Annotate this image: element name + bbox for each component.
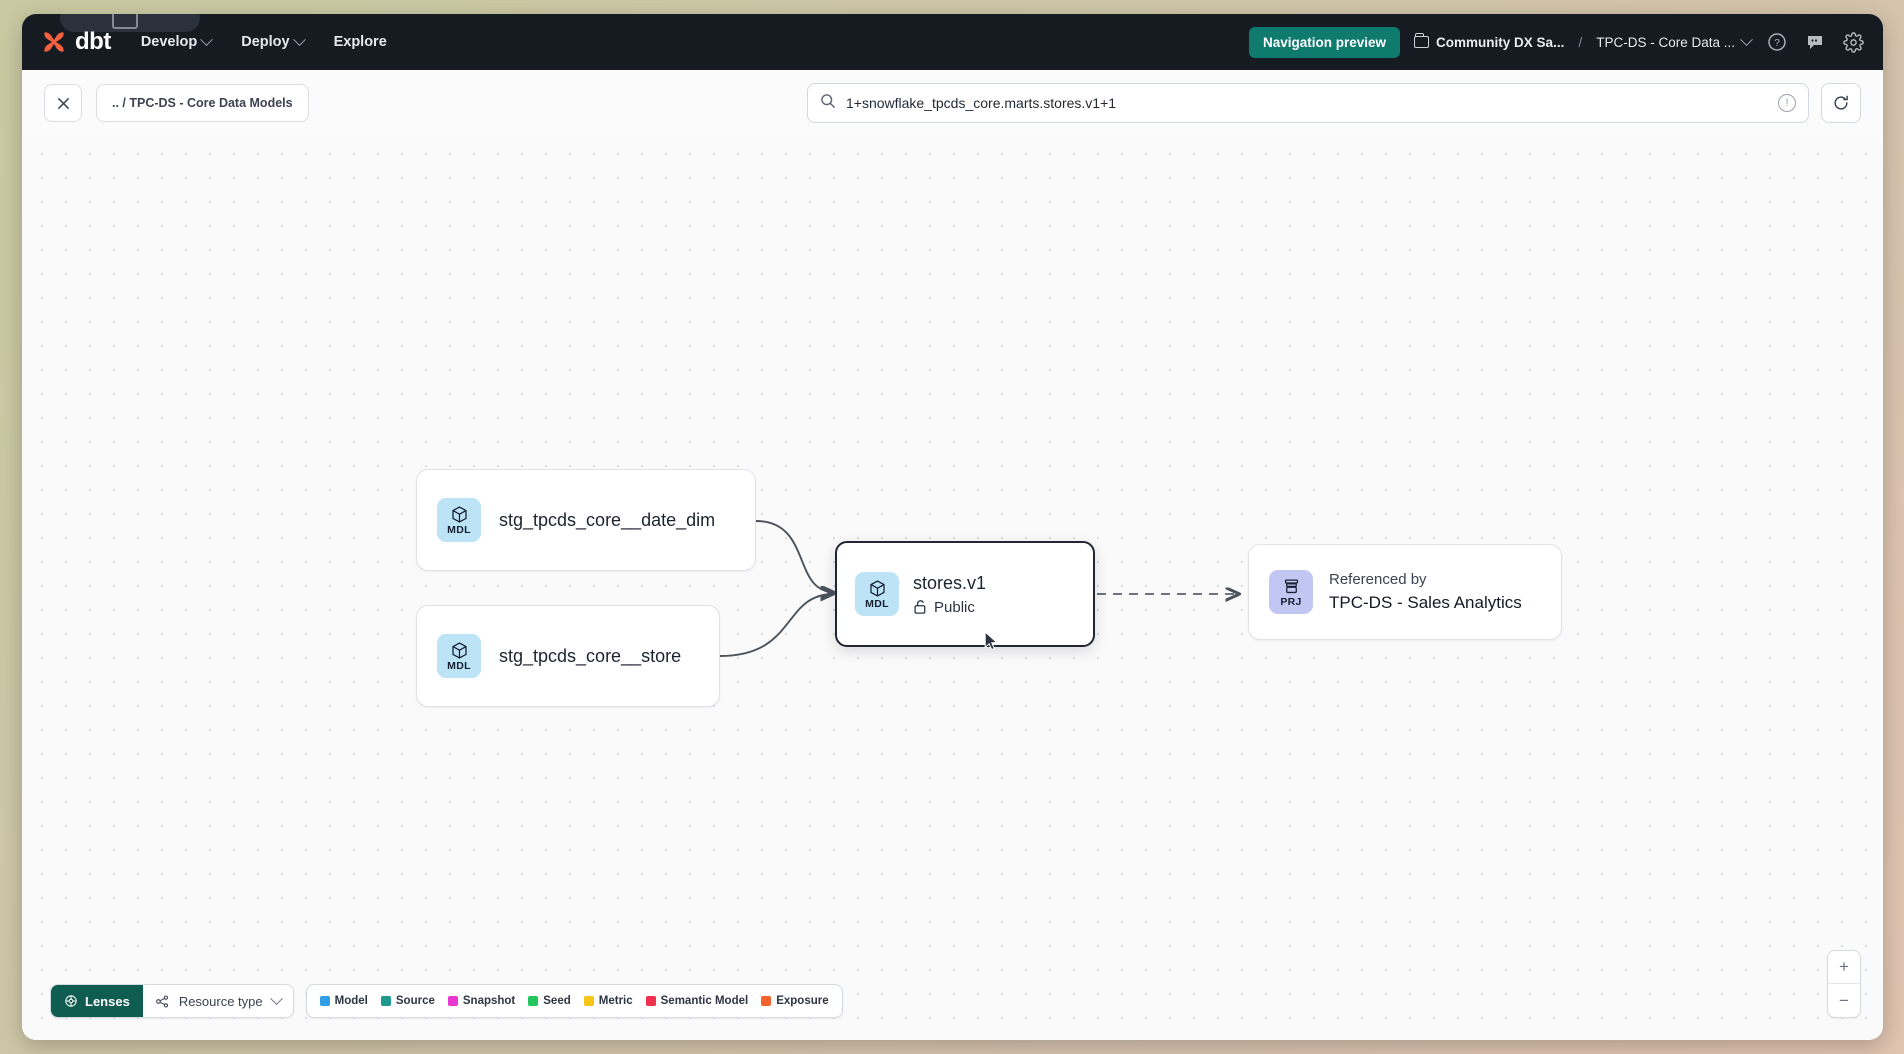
legend-swatch <box>448 996 458 1006</box>
node-kicker: Referenced by <box>1329 571 1522 588</box>
folder-icon <box>1414 36 1429 48</box>
legend-label: Exposure <box>776 995 828 1007</box>
nav-item-develop-label: Develop <box>141 34 197 50</box>
nav-item-deploy[interactable]: Deploy <box>239 28 305 56</box>
lineage-node-stg-store[interactable]: MDL stg_tpcds_core__store <box>416 605 720 707</box>
feedback-icon[interactable] <box>1803 30 1827 54</box>
legend-item-source: Source <box>381 995 435 1007</box>
legend-item-exposure: Exposure <box>761 995 828 1007</box>
settings-icon[interactable] <box>1841 30 1865 54</box>
legend-item-model: Model <box>320 995 368 1007</box>
lenses-button[interactable]: Lenses <box>51 985 143 1017</box>
lineage-node-stg-date-dim[interactable]: MDL stg_tpcds_core__date_dim <box>416 469 756 571</box>
chevron-down-icon <box>200 33 213 46</box>
resource-type-legend: Model Source Snapshot Seed <box>306 984 843 1018</box>
project-badge-label: PRJ <box>1280 597 1301 608</box>
top-navigation-bar: dbt Develop Deploy Explore Navigation pr… <box>22 14 1883 70</box>
legend-item-seed: Seed <box>528 995 571 1007</box>
nav-item-explore[interactable]: Explore <box>332 28 389 56</box>
model-badge-label: MDL <box>865 599 889 610</box>
legend-label: Source <box>396 995 435 1007</box>
lineage-canvas[interactable]: MDL stg_tpcds_core__date_dim MDL stg_tpc… <box>22 136 1883 1040</box>
dbt-logo[interactable]: dbt <box>40 28 111 56</box>
close-lineage-button[interactable] <box>44 84 82 122</box>
primary-nav: Develop Deploy Explore <box>139 28 389 56</box>
legend-label: Semantic Model <box>661 995 749 1007</box>
resource-type-dropdown[interactable]: Resource type <box>143 985 293 1017</box>
search-cluster: ! <box>807 83 1861 123</box>
help-icon[interactable]: ? <box>1765 30 1789 54</box>
node-title: TPC-DS - Sales Analytics <box>1329 593 1522 613</box>
cube-icon <box>868 579 887 598</box>
explore-toolbar: .. / TPC-DS - Core Data Models ! <box>22 70 1883 136</box>
node-title: stg_tpcds_core__date_dim <box>499 510 715 531</box>
legend-swatch <box>646 996 656 1006</box>
breadcrumb-separator: / <box>1578 34 1582 50</box>
legend-item-semantic-model: Semantic Model <box>646 995 749 1007</box>
legend-label: Model <box>335 995 368 1007</box>
lineage-node-stores-v1[interactable]: MDL stores.v1 Public <box>835 541 1095 647</box>
refresh-button[interactable] <box>1821 83 1861 123</box>
model-badge: MDL <box>855 572 899 616</box>
legend-item-snapshot: Snapshot <box>448 995 515 1007</box>
nodes-icon <box>155 994 170 1009</box>
legend-swatch <box>584 996 594 1006</box>
chevron-down-icon <box>1740 33 1753 46</box>
nav-right-cluster: Navigation preview Community DX Sa... / … <box>1249 27 1865 58</box>
cube-icon <box>450 505 469 524</box>
project-breadcrumb-chip[interactable]: .. / TPC-DS - Core Data Models <box>96 84 309 122</box>
legend-swatch <box>320 996 330 1006</box>
lens-icon <box>64 994 78 1008</box>
lenses-label: Lenses <box>85 994 130 1009</box>
lineage-node-referenced-by[interactable]: PRJ Referenced by TPC-DS - Sales Analyti… <box>1248 544 1562 640</box>
unlock-icon <box>913 599 927 615</box>
node-title: stores.v1 <box>913 573 986 594</box>
resource-type-label: Resource type <box>179 994 263 1009</box>
node-access-label: Public <box>934 599 975 616</box>
nav-item-deploy-label: Deploy <box>241 34 289 50</box>
navigation-preview-button[interactable]: Navigation preview <box>1249 27 1400 58</box>
project-badge: PRJ <box>1269 570 1313 614</box>
dbt-x-icon <box>40 28 68 56</box>
zoom-out-button[interactable]: − <box>1828 984 1860 1017</box>
search-input[interactable] <box>846 95 1768 111</box>
legend-item-metric: Metric <box>584 995 633 1007</box>
model-badge: MDL <box>437 634 481 678</box>
dbt-wordmark: dbt <box>75 28 111 56</box>
project-breadcrumb[interactable]: TPC-DS - Core Data ... <box>1596 35 1751 50</box>
legend-label: Metric <box>599 995 633 1007</box>
zoom-controls: + − <box>1827 950 1861 1018</box>
nav-item-explore-label: Explore <box>334 34 387 50</box>
chevron-down-icon <box>270 992 283 1005</box>
model-badge-label: MDL <box>447 525 471 536</box>
archive-icon <box>1282 577 1301 596</box>
legend-swatch <box>381 996 391 1006</box>
node-access: Public <box>913 599 986 616</box>
model-badge-label: MDL <box>447 661 471 672</box>
nav-item-develop[interactable]: Develop <box>139 28 213 56</box>
model-badge: MDL <box>437 498 481 542</box>
legend-swatch <box>761 996 771 1006</box>
app-window: dbt Develop Deploy Explore Navigation pr… <box>22 14 1883 1040</box>
node-title: stg_tpcds_core__store <box>499 646 681 667</box>
lineage-search-box[interactable]: ! <box>807 83 1809 123</box>
info-icon[interactable]: ! <box>1778 94 1796 112</box>
node-text-stack: stores.v1 Public <box>913 573 986 616</box>
lineage-bottom-toolbar: Lenses Resource type Model <box>50 984 843 1018</box>
node-text-stack: Referenced by TPC-DS - Sales Analytics <box>1329 571 1522 613</box>
cube-icon <box>450 641 469 660</box>
legend-label: Snapshot <box>463 995 515 1007</box>
legend-label: Seed <box>543 995 571 1007</box>
lens-control-group: Lenses Resource type <box>50 984 294 1018</box>
legend-swatch <box>528 996 538 1006</box>
project-name: TPC-DS - Core Data ... <box>1596 35 1735 50</box>
account-breadcrumb[interactable]: Community DX Sa... <box>1414 35 1564 50</box>
search-icon <box>820 93 836 114</box>
chevron-down-icon <box>293 33 306 46</box>
account-name: Community DX Sa... <box>1436 35 1564 50</box>
zoom-in-button[interactable]: + <box>1828 951 1860 984</box>
svg-text:?: ? <box>1774 38 1780 49</box>
